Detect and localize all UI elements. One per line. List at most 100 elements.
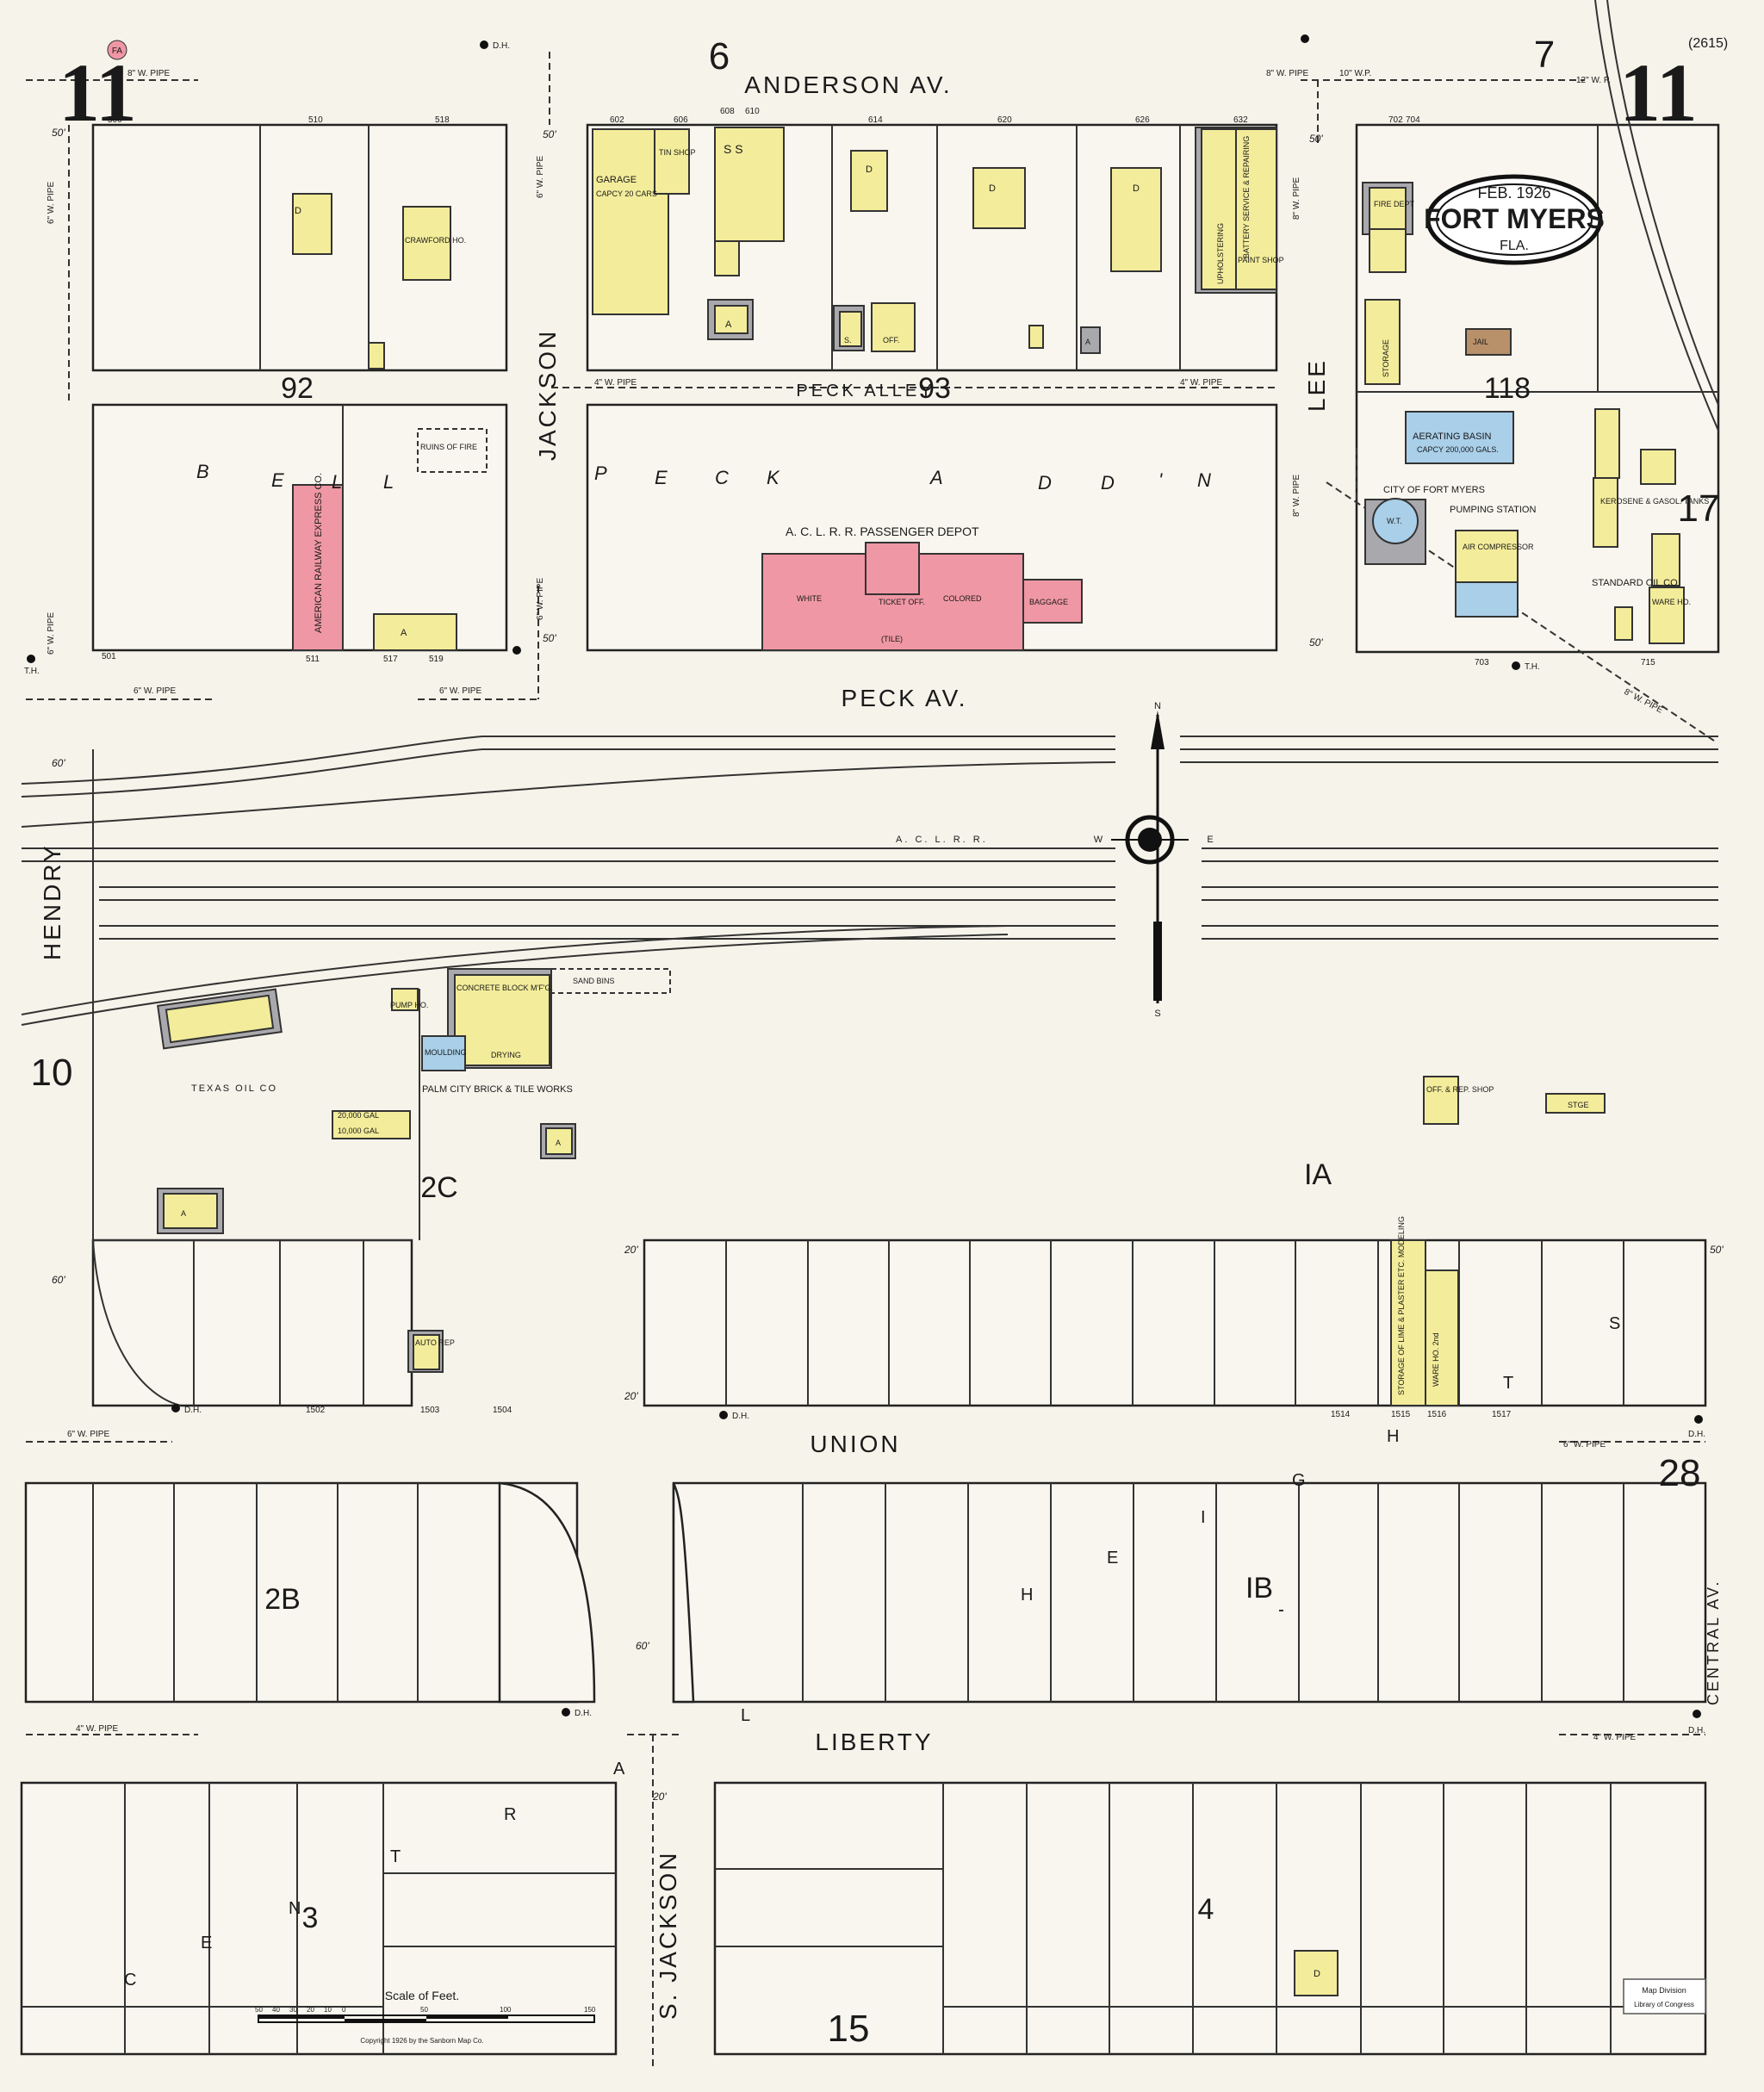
block-3 — [20, 1781, 618, 2056]
hydrants: D.H. T.H. T.H. D.H. D.H. D.H. D.H. D.H. — [24, 34, 1705, 1735]
street-names: ANDERSON AV. PECK ALLEY PECK AV. UNION L… — [39, 71, 1722, 2020]
hydrant-label-1: D.H. — [493, 41, 510, 51]
railroad-tracks — [21, 0, 1719, 1611]
standard-oil-bldg — [1651, 533, 1680, 587]
addr-620: 620 — [997, 115, 1012, 125]
label-texas-oil: TEXAS OIL CO — [191, 1083, 277, 1094]
letter-n: N — [289, 1899, 301, 1918]
stge-shed — [1545, 1093, 1606, 1114]
block-93-north — [586, 123, 1278, 372]
dim-20-2: 20' — [624, 1390, 638, 1402]
sheet-number-left: 11 — [59, 47, 137, 139]
block-number-2b: 2B — [264, 1583, 301, 1616]
pipe-label-6-jackson-s: 6" W. PIPE — [536, 578, 545, 620]
label-air-compressor: AIR COMPRESSOR — [1463, 543, 1534, 551]
compass-e: E — [1207, 835, 1213, 845]
sand-bins — [550, 968, 671, 994]
oil-tanks — [332, 1110, 411, 1139]
bell-letter-4: L — [383, 471, 395, 493]
title-cartouche: FEB. 1926 FORT MYERS FLA. — [1424, 174, 1605, 265]
office-shed — [871, 302, 916, 352]
stamp-line-2: Library of Congress — [1634, 2001, 1694, 2008]
shed-518 — [368, 342, 385, 369]
label-off-rep: OFF. & REP. SHOP — [1426, 1085, 1494, 1094]
addr-1502: 1502 — [306, 1406, 326, 1415]
pipe-label-6-peck: 6" W. PIPE — [134, 686, 176, 696]
block-number-ib: IB — [1245, 1572, 1273, 1605]
building-labels: GARAGE CAPCY 20 CARS TIN SHOP S S D CRAW… — [181, 136, 1709, 1979]
pipe-label-8: 8" W. PIPE — [127, 69, 170, 78]
hydrant-label-th-1: T.H. — [24, 667, 40, 676]
label-express: AMERICAN RAILWAY EXPRESS CO. — [314, 473, 324, 633]
auto-rep — [413, 1334, 440, 1370]
label-tile: (TILE) — [881, 635, 903, 643]
label-dwelling-500: D — [295, 206, 301, 216]
street-peck: PECK AV. — [842, 685, 968, 711]
peck-letter-6: D — [1038, 472, 1053, 494]
adjacent-sheet-17: 17 — [1678, 487, 1720, 530]
addr-614: 614 — [868, 115, 883, 125]
peck-letter-8: ' — [1158, 469, 1164, 491]
hydrant-label-5: D.H. — [575, 1709, 592, 1718]
pipe-labels: 8" W. PIPE 6" W. PIPE 6" W. PIPE 6" W. P… — [47, 69, 1664, 1742]
block-west-union — [91, 1238, 413, 1407]
addr-703: 703 — [1475, 658, 1489, 667]
bell-letter-3: L — [332, 471, 344, 493]
addr-702: 702 — [1388, 115, 1403, 125]
label-auto-626: A — [1085, 338, 1090, 346]
label-pump-ho: PUMP HO. — [390, 1001, 428, 1009]
street-lee: LEE — [1303, 358, 1330, 412]
addr-518: 518 — [435, 115, 450, 125]
addr-519: 519 — [429, 655, 444, 664]
label-garage-note: CAPCY 20 CARS — [596, 189, 657, 198]
ticket-office — [865, 542, 920, 595]
addr-1515: 1515 — [1391, 1410, 1411, 1419]
fa-mark: FA — [112, 47, 123, 56]
pipe-label-8-diag: 8" W. PIPE — [1623, 687, 1665, 716]
peck-letter-4: K — [767, 467, 781, 488]
dimensions: 50' 50' 50' 50' 50' 60' 60' 60' 20' 20' … — [52, 127, 1724, 1803]
pipe-label-12: 12" W. P. — [1576, 76, 1611, 85]
label-pumping-1: CITY OF FORT MYERS — [1383, 485, 1485, 495]
street-s-jackson: S. JACKSON — [655, 1851, 681, 2020]
pipe-label-8-lee: 8" W. PIPE — [1266, 69, 1308, 78]
block-1b-curve — [672, 1482, 695, 1704]
dwelling-block-4 — [1294, 1950, 1339, 1996]
storage-118 — [1364, 299, 1401, 385]
addr-1517: 1517 — [1492, 1410, 1512, 1419]
label-auto-west: A — [181, 1209, 186, 1218]
letter-i: I — [1201, 1508, 1206, 1527]
bell-letter-1: B — [196, 461, 211, 482]
pipe-label-4-liberty-e: 4" W. PIPE — [1593, 1733, 1636, 1742]
label-white: WHITE — [797, 594, 822, 603]
store-shed — [839, 311, 862, 347]
library-stamp: Map Division Library of Congress — [1623, 1978, 1706, 2014]
moulding — [421, 1035, 466, 1071]
label-auto-519: A — [401, 628, 407, 638]
addr-602: 602 — [610, 115, 624, 125]
letter-e-3: E — [201, 1934, 212, 1952]
letter-h: H — [1021, 1586, 1033, 1605]
label-lime-storage: STORAGE OF LIME & PLASTER ETC. MODELING — [1397, 1216, 1406, 1395]
label-moulding: MOULDING — [425, 1048, 467, 1057]
label-fire-dept: FIRE DEPT — [1374, 200, 1415, 208]
title-state: FLA. — [1500, 239, 1529, 253]
pipe-label-6-jackson: 6" W. PIPE — [536, 156, 545, 198]
sheet-number-right: 11 — [1619, 47, 1698, 139]
hydrant-label-th-2: T.H. — [1525, 662, 1540, 672]
addr-501: 501 — [102, 652, 116, 661]
label-sand-bins: SAND BINS — [573, 977, 615, 985]
ss-606 — [714, 127, 785, 242]
scale-tick-3: 20 — [307, 2006, 314, 2014]
peck-letter-9: N — [1197, 469, 1213, 491]
dim-20-1: 20' — [624, 1244, 638, 1256]
crawford-ho — [402, 206, 451, 281]
label-ruins: RUINS OF FIRE — [420, 443, 477, 451]
label-aerating-basin: AERATING BASIN — [1413, 431, 1492, 442]
hydrant-label-2: D.H. — [184, 1406, 202, 1415]
buildings — [157, 127, 1685, 1996]
block-number-4: 4 — [1198, 1893, 1214, 1926]
label-ss: S S — [724, 142, 743, 156]
